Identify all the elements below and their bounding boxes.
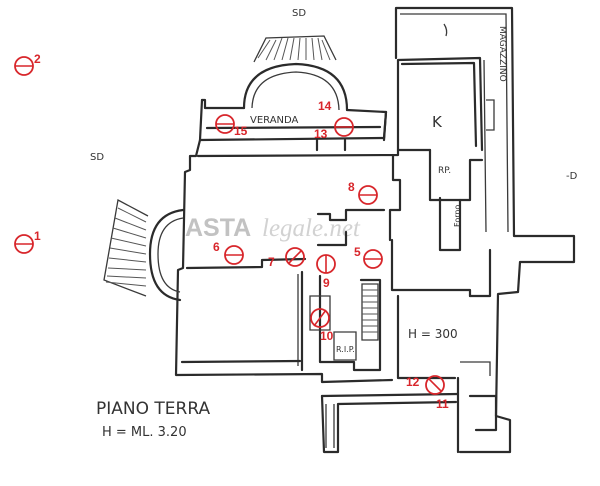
photo-marker-11[interactable]: 11 xyxy=(425,375,449,411)
marker-label: 11 xyxy=(436,397,449,411)
big-room-right xyxy=(468,248,492,298)
left-bay-inner xyxy=(157,217,184,293)
left-bay xyxy=(103,199,185,302)
kitchen-walls xyxy=(382,56,484,152)
label-rp: RP. xyxy=(438,166,451,176)
photo-marker-15[interactable]: 15 xyxy=(215,114,248,138)
label-veranda: VERANDA xyxy=(250,115,299,126)
magazzino-inner xyxy=(400,13,509,233)
big-room-left xyxy=(396,294,457,380)
marker-label: 6 xyxy=(213,240,220,254)
label-height: H = 300 xyxy=(408,327,458,341)
photo-marker-8[interactable]: 8 xyxy=(348,180,378,205)
top-bay xyxy=(242,35,349,112)
rip-box xyxy=(333,331,357,361)
rp-room xyxy=(428,148,484,202)
photo-marker-14[interactable]: 14 xyxy=(318,99,332,113)
bay-steps-outline xyxy=(253,35,337,63)
veranda-door xyxy=(315,138,347,152)
central-wall xyxy=(388,153,402,242)
wall-mid-left xyxy=(185,257,307,270)
label-top-sd: SD xyxy=(292,8,306,19)
photo-marker-10[interactable]: 10 xyxy=(310,308,334,343)
label-forno: Forno xyxy=(453,205,462,227)
corridor-wall-2 xyxy=(316,230,348,247)
forno-room xyxy=(438,196,462,252)
watermark: ASTA legale.net xyxy=(185,214,361,242)
label-plan-title: PIANO TERRA xyxy=(96,399,210,419)
photo-markers: 1 2 5 6 7 8 9 10 xyxy=(14,52,449,411)
photo-marker-9[interactable]: 9 xyxy=(316,254,336,290)
bay-arc-outer xyxy=(242,62,349,112)
marker-label: 5 xyxy=(354,245,361,259)
left-steps-outline xyxy=(103,199,149,297)
marker-label: 1 xyxy=(34,229,41,243)
corridor-wall xyxy=(316,208,386,222)
main-inner-top xyxy=(196,148,432,158)
lower-right-room xyxy=(456,376,498,454)
photo-marker-1[interactable]: 1 xyxy=(14,229,41,254)
stair-block xyxy=(318,274,382,372)
loggia-columns xyxy=(325,404,335,448)
photo-marker-7[interactable]: 7 xyxy=(268,247,305,269)
wc-box xyxy=(309,295,331,331)
photo-marker-5[interactable]: 5 xyxy=(354,245,383,269)
wall-bottom-left-inner xyxy=(180,359,302,364)
label-vertical: MAGAZZINO xyxy=(497,26,507,82)
watermark-strong: ASTA xyxy=(185,214,251,242)
kitchen-inner xyxy=(400,61,478,148)
marker-label: 2 xyxy=(34,52,41,66)
label-rip: R.I.P. xyxy=(336,345,355,354)
door-mark xyxy=(486,99,495,131)
marker-label: 8 xyxy=(348,180,355,194)
veranda-wall-left xyxy=(200,98,246,110)
right-mid-wall xyxy=(390,238,472,298)
marker-label: 7 xyxy=(268,255,275,269)
label-plan-height: H = ML. 3.20 xyxy=(102,425,187,440)
plan-labels: SD SD -D VERANDA K RP. Forno R.I.P. H = … xyxy=(90,8,578,440)
marker-label: 13 xyxy=(314,127,328,141)
marker-label: 15 xyxy=(234,124,248,138)
photo-marker-6[interactable]: 6 xyxy=(213,240,244,265)
main-outline-left xyxy=(174,138,394,384)
left-steps xyxy=(105,207,147,287)
left-bay-arc xyxy=(148,208,185,302)
staircase xyxy=(361,283,379,341)
bay-steps xyxy=(257,37,331,61)
marker-label: 12 xyxy=(406,375,420,389)
label-kitchen: K xyxy=(432,113,443,131)
photo-marker-13[interactable]: 13 xyxy=(314,117,354,141)
label-left-sd: SD xyxy=(90,152,104,163)
lower-right-inner xyxy=(460,361,491,376)
magazzino-outline xyxy=(394,6,576,454)
marker-label: 10 xyxy=(320,329,334,343)
photo-marker-2[interactable]: 2 xyxy=(14,52,41,76)
loggia-frame xyxy=(320,394,458,454)
marker-label: 14 xyxy=(318,99,332,113)
marker-label: 9 xyxy=(323,276,330,290)
label-right-sd: -D xyxy=(566,171,578,182)
sketch-mark xyxy=(443,23,448,37)
bay-arc-inner xyxy=(251,71,340,111)
photo-marker-12[interactable]: 12 xyxy=(406,375,420,389)
